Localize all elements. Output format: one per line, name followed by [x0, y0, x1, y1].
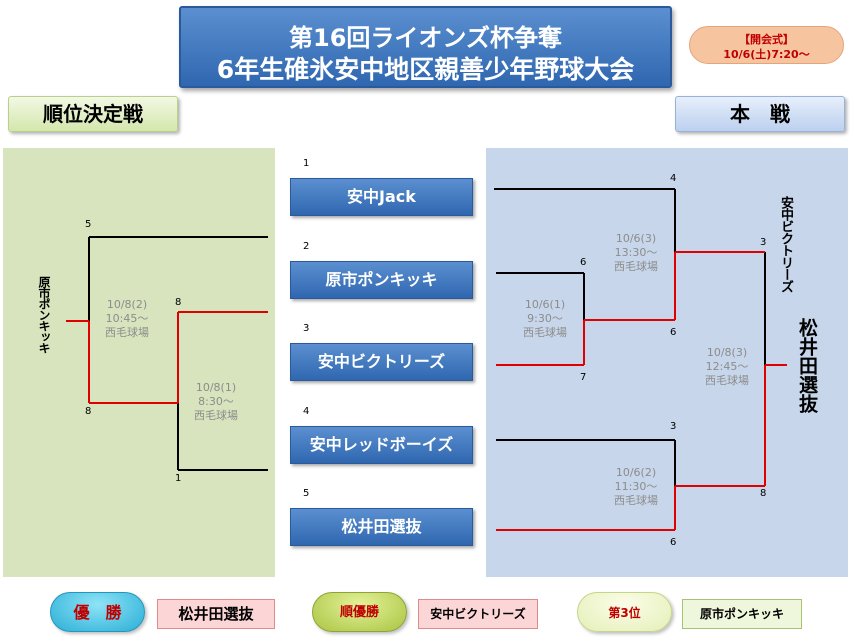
placement-winner-name: 原市ポンキッキ — [37, 276, 51, 353]
opening-datetime: 10/6(土)7:20〜 — [723, 48, 810, 61]
match-info: 10/8(2) 10:45〜 西毛球場 — [82, 298, 172, 340]
title-line-1: 第16回ライオンズ杯争奪 — [289, 24, 562, 52]
match-date: 10/8(1) — [195, 381, 237, 394]
match-info: 10/6(2) 11:30〜 西毛球場 — [591, 466, 681, 508]
placement-bracket-panel — [3, 148, 275, 577]
match-time: 9:30〜 — [527, 312, 563, 325]
title-line-2: 6年生碓氷安中地区親善少年野球大会 — [216, 55, 635, 84]
seed-number: 6 — [580, 257, 587, 268]
match-info: 10/8(3) 12:45〜 西毛球場 — [682, 346, 772, 388]
match-time: 11:30〜 — [614, 480, 658, 493]
team-number: 4 — [303, 406, 310, 417]
seed-number: 4 — [670, 173, 677, 184]
match-venue: 西毛球場 — [705, 374, 749, 387]
main-bracket-panel — [486, 148, 848, 577]
match-info: 10/6(3) 13:30〜 西毛球場 — [591, 232, 681, 274]
match-venue: 西毛球場 — [523, 326, 567, 339]
match-info: 10/6(1) 9:30〜 西毛球場 — [500, 298, 590, 340]
match-time: 13:30〜 — [614, 246, 658, 259]
placement-round-header: 順位決定戦 — [8, 96, 178, 132]
first-place-label: 優 勝 — [50, 592, 145, 632]
second-place-team: 安中ビクトリーズ — [418, 599, 538, 629]
match-venue: 西毛球場 — [614, 494, 658, 507]
team-number: 3 — [303, 323, 310, 334]
match-venue: 西毛球場 — [614, 260, 658, 273]
opening-label: 【開会式】 — [739, 33, 794, 46]
seed-number: 5 — [85, 219, 92, 230]
team-button[interactable]: 原市ポンキッキ — [290, 261, 473, 299]
seed-number: 6 — [670, 327, 677, 338]
third-place-team: 原市ポンキッキ — [682, 599, 802, 629]
seed-number: 8 — [85, 406, 92, 417]
seed-number: 7 — [580, 372, 587, 383]
title-banner: 第16回ライオンズ杯争奪 6年生碓氷安中地区親善少年野球大会 — [179, 6, 672, 88]
champion-name: 松井田選抜 — [796, 318, 818, 413]
team-button[interactable]: 安中レッドボーイズ — [290, 426, 473, 464]
match-info: 10/8(1) 8:30〜 西毛球場 — [171, 381, 261, 423]
seed-number: 3 — [670, 421, 677, 432]
match-date: 10/8(3) — [706, 346, 748, 359]
team-button[interactable]: 安中ビクトリーズ — [290, 343, 473, 381]
third-place-label: 第3位 — [577, 592, 672, 632]
team-number: 1 — [303, 158, 310, 169]
match-date: 10/6(1) — [524, 298, 566, 311]
runner-up-name: 安中ビクトリーズ — [778, 196, 793, 292]
seed-number: 3 — [760, 237, 767, 248]
seed-number: 1 — [175, 473, 182, 484]
match-date: 10/6(2) — [615, 466, 657, 479]
team-number: 5 — [303, 488, 310, 499]
opening-ceremony-badge: 【開会式】 10/6(土)7:20〜 — [689, 26, 844, 64]
seed-number: 8 — [760, 488, 767, 499]
match-time: 8:30〜 — [198, 395, 234, 408]
seed-number: 6 — [670, 537, 677, 548]
team-button[interactable]: 松井田選抜 — [290, 508, 473, 546]
match-time: 10:45〜 — [105, 312, 149, 325]
main-round-header: 本 戦 — [675, 96, 845, 132]
seed-number: 8 — [175, 297, 182, 308]
first-place-team: 松井田選抜 — [157, 599, 275, 629]
match-venue: 西毛球場 — [194, 409, 238, 422]
second-place-label: 順優勝 — [312, 592, 407, 632]
match-date: 10/8(2) — [106, 298, 148, 311]
team-number: 2 — [303, 241, 310, 252]
match-venue: 西毛球場 — [105, 326, 149, 339]
match-date: 10/6(3) — [615, 232, 657, 245]
match-time: 12:45〜 — [705, 360, 749, 373]
team-button[interactable]: 安中Jack — [290, 178, 473, 216]
